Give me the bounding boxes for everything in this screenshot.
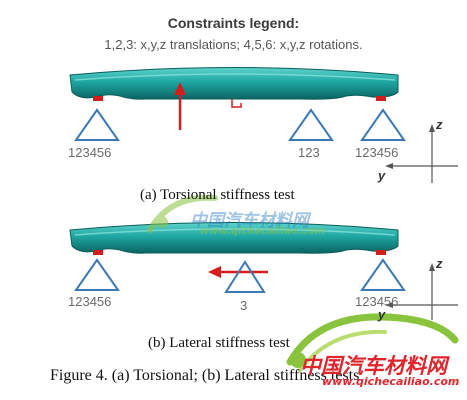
watermark-logo-middle: [147, 194, 218, 233]
axes-triad-b: [385, 263, 458, 320]
torsional-beam: [69, 67, 399, 100]
axes-triad-a: [385, 124, 458, 183]
legend-title: Constraints legend:: [167, 15, 300, 31]
y-axis-label-a: y: [378, 168, 386, 183]
lateral-middle-support-label: 3: [240, 298, 248, 313]
right-mount-marker: [376, 250, 386, 255]
middle-mount-bracket: [231, 99, 242, 108]
lateral-caption: (b) Lateral stiffness test: [148, 335, 290, 351]
lateral-right-support: [360, 258, 406, 291]
torsional-right-support: [360, 108, 406, 141]
lateral-force-arrow: [208, 266, 268, 278]
z-axis-label-a: z: [436, 117, 443, 132]
watermark-url-middle: www.qichecailiao.com: [200, 226, 325, 237]
watermark-main-text-middle: 中国汽车材料网: [190, 211, 309, 231]
lateral-left-support: [74, 258, 120, 291]
left-mount-marker: [93, 250, 103, 255]
torsional-right-support-label: 123456: [355, 145, 399, 160]
watermark-url-bottom: www.qichecailiao.com: [322, 375, 460, 388]
left-mount-marker: [93, 96, 103, 101]
lateral-middle-support: [224, 260, 266, 293]
torsional-middle-support-label: 123: [298, 145, 320, 160]
lateral-left-support-label: 123456: [68, 294, 112, 309]
torsion-force-arrow: [174, 82, 186, 130]
torsional-caption: (a) Torsional stiffness test: [140, 187, 295, 203]
figure-caption: Figure 4. (a) Torsional; (b) Lateral sti…: [50, 367, 360, 384]
legend-text: 1,2,3: x,y,z translations; 4,5,6: x,y,z …: [104, 37, 363, 52]
right-mount-marker: [376, 96, 386, 101]
torsional-test-panel: [69, 67, 406, 141]
y-axis-label-b: y: [378, 307, 386, 322]
torsional-left-support: [74, 108, 120, 141]
lateral-right-support-label: 123456: [355, 294, 399, 309]
z-axis-label-b: z: [436, 256, 443, 271]
watermark-main-text-bottom: 中国汽车材料网: [300, 354, 447, 378]
watermark-logo-bottom: [286, 313, 459, 372]
torsional-middle-support: [288, 108, 334, 141]
torsional-left-support-label: 123456: [68, 145, 112, 160]
